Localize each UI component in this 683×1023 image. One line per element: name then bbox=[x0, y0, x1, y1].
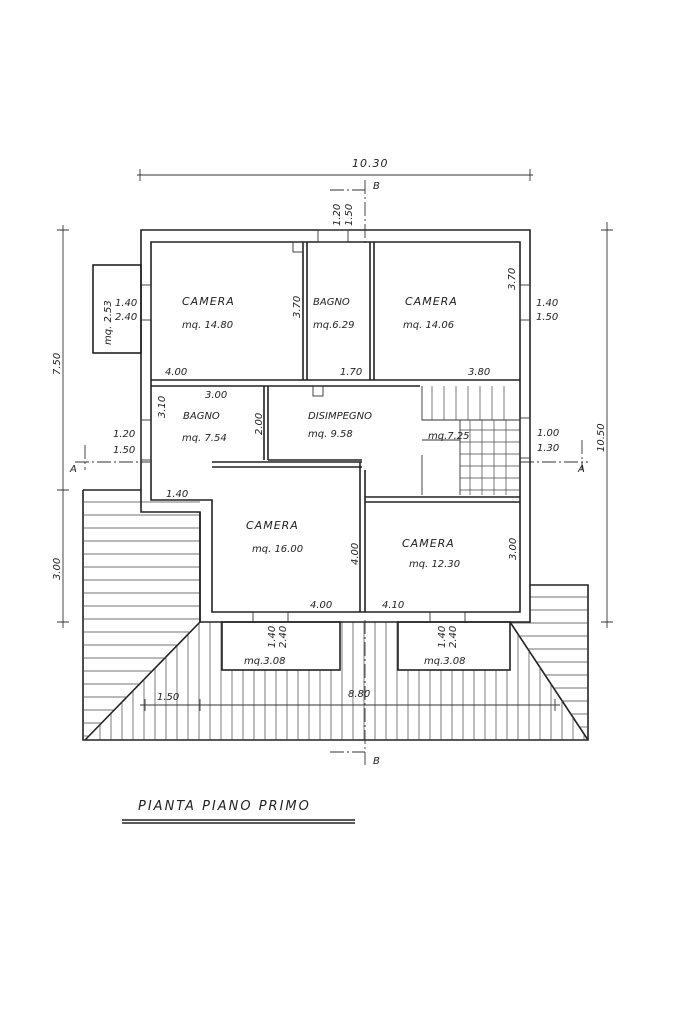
dim-roof-left: 1.50 bbox=[157, 692, 179, 703]
room-name: DISIMPEGNO bbox=[308, 411, 372, 422]
window-dim: 2.40 bbox=[278, 626, 289, 648]
room-dim: 3.10 bbox=[157, 396, 168, 418]
dim-depth: 10.50 bbox=[596, 423, 607, 452]
dim-width: 10.30 bbox=[352, 157, 389, 170]
section-a-left: A bbox=[69, 464, 77, 475]
room-dim: 4.10 bbox=[382, 600, 404, 611]
dimension-lines bbox=[57, 169, 613, 765]
room-area: mq.7.25 bbox=[428, 431, 470, 442]
window-dim: 1.00 bbox=[537, 428, 559, 439]
room-dim: 3.00 bbox=[205, 390, 227, 401]
room-dim: 3.70 bbox=[507, 268, 518, 290]
section-b-bottom: B bbox=[373, 756, 380, 767]
room-name: CAMERA bbox=[405, 295, 458, 308]
window-dim: 1.20 bbox=[113, 429, 135, 440]
room-area: mq. 14.06 bbox=[403, 320, 454, 331]
room-dim: 3.70 bbox=[292, 296, 303, 318]
room-area: mq. 7.54 bbox=[182, 433, 227, 444]
balcony-area: mq.3.08 bbox=[244, 656, 286, 667]
room-name: BAGNO bbox=[183, 411, 220, 422]
window-dim: 1.20 bbox=[332, 204, 343, 226]
room-name: BAGNO bbox=[313, 297, 350, 308]
room-area: mq. 12.30 bbox=[409, 559, 460, 570]
room-area: mq. 16.00 bbox=[252, 544, 303, 555]
room-area: mq.6.29 bbox=[313, 320, 355, 331]
room-area: mq. 14.80 bbox=[182, 320, 233, 331]
window-dim: 1.50 bbox=[113, 445, 135, 456]
window-dim: 1.40 bbox=[267, 626, 278, 648]
room-dim: 1.40 bbox=[166, 489, 188, 500]
window-dim: 1.40 bbox=[437, 626, 448, 648]
dim-left-upper: 7.50 bbox=[52, 353, 63, 375]
room-name: CAMERA bbox=[246, 519, 299, 532]
section-b-top: B bbox=[373, 181, 380, 192]
title-underline bbox=[122, 819, 355, 824]
balconies bbox=[92, 264, 511, 671]
room-area: mq. 9.58 bbox=[308, 429, 353, 440]
room-dim: 4.00 bbox=[165, 367, 187, 378]
window-dim: 1.30 bbox=[537, 443, 559, 454]
dim-roof-bottom: 8.80 bbox=[348, 689, 370, 700]
room-name: CAMERA bbox=[402, 537, 455, 550]
room-dim: 3.80 bbox=[468, 367, 490, 378]
window-dim: 1.50 bbox=[344, 204, 355, 226]
window-dim: 1.50 bbox=[536, 312, 558, 323]
window-dim: 1.40 bbox=[536, 298, 558, 309]
room-name: CAMERA bbox=[182, 295, 235, 308]
balcony-area: mq. 2.53 bbox=[103, 300, 114, 345]
window-dim: 2.40 bbox=[448, 626, 459, 648]
room-dim: 4.00 bbox=[350, 543, 361, 565]
dim-left-lower: 3.00 bbox=[52, 558, 63, 580]
room-dim: 1.70 bbox=[340, 367, 362, 378]
room-dim: 2.00 bbox=[254, 413, 265, 435]
room-dim: 4.00 bbox=[310, 600, 332, 611]
window-dim: 2.40 bbox=[115, 312, 137, 323]
balcony-area: mq.3.08 bbox=[424, 656, 466, 667]
drawing-title: PIANTA PIANO PRIMO bbox=[138, 799, 311, 814]
staircase bbox=[421, 386, 520, 495]
roof bbox=[82, 489, 589, 741]
window-dim: 1.40 bbox=[115, 298, 137, 309]
room-dim: 3.00 bbox=[508, 538, 519, 560]
section-a-right: A bbox=[577, 464, 585, 475]
walls bbox=[140, 229, 531, 623]
